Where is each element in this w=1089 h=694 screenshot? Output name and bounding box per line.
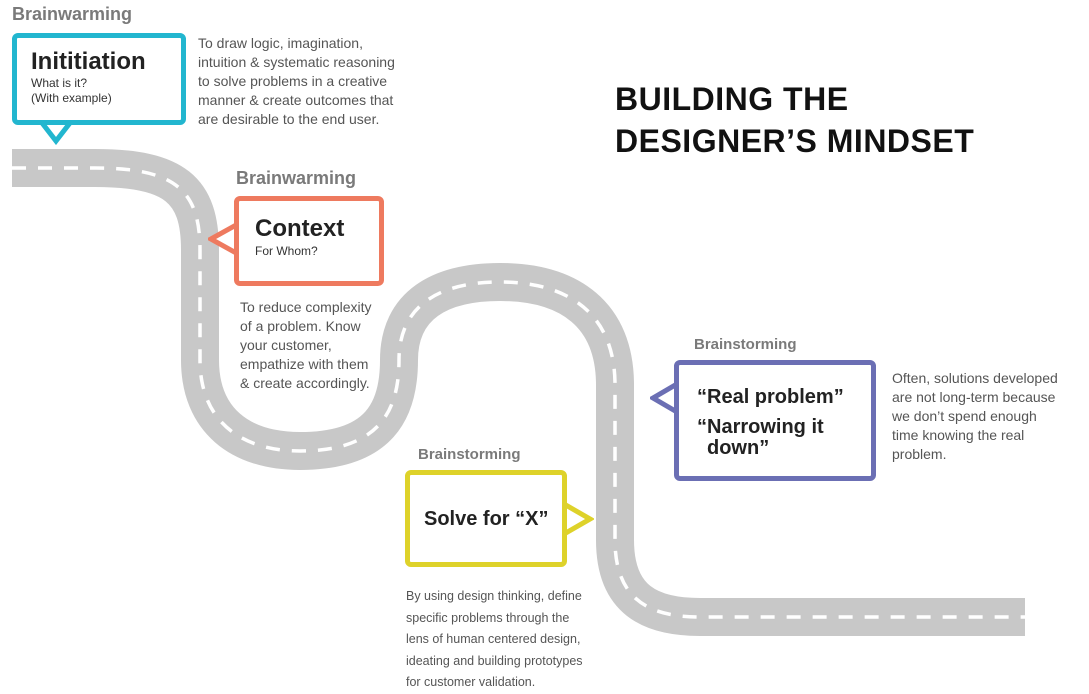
initiation-callout: Inititiation What is it? (With example)	[12, 33, 186, 125]
real-problem-desc-line: Often, solutions developed	[892, 370, 1058, 386]
solve-callout: Solve for “X”	[405, 470, 567, 567]
solve-desc-line: for customer validation.	[406, 675, 536, 689]
road-center-dashes	[12, 166, 1025, 619]
real-problem-desc-line: problem.	[892, 446, 947, 462]
solve-desc-line: lens of human centered design,	[406, 632, 581, 646]
real-problem-desc-line: we don’t spend enough	[892, 408, 1037, 424]
initiation-heading: Inititiation	[31, 48, 146, 75]
narrowing-heading-line-2: down”	[707, 437, 770, 459]
context-desc-line: of a problem. Know	[240, 318, 361, 334]
context-desc-line: & create accordingly.	[240, 375, 370, 391]
solve-desc-line: By using design thinking, define	[406, 589, 582, 603]
initiation-description: To draw logic, imagination, intuition & …	[198, 34, 395, 129]
real-problem-desc-line: are not long-term because	[892, 389, 1056, 405]
real-problem-heading: “Real problem”	[697, 386, 844, 408]
title-line-2: DESIGNER’S MINDSET	[615, 123, 975, 159]
context-callout: Context For Whom?	[234, 196, 384, 286]
initiation-desc-line: to solve problems in a creative	[198, 73, 388, 89]
initiation-sub-1: What is it?	[31, 76, 88, 90]
solve-desc-line: ideating and building prototypes	[406, 653, 583, 668]
initiation-desc-line: manner & create outcomes that	[198, 92, 394, 108]
context-desc-line: empathize with them	[240, 356, 369, 372]
initiation-desc-line: To draw logic, imagination,	[198, 35, 363, 51]
initiation-phase-label: Brainwarming	[12, 4, 133, 24]
real-problem-desc-line: time knowing the real	[892, 427, 1025, 443]
context-desc-line: To reduce complexity	[240, 299, 372, 315]
initiation-sub-2: (With example)	[31, 91, 112, 105]
context-description: To reduce complexity of a problem. Know …	[240, 298, 372, 393]
initiation-desc-line: intuition & systematic reasoning	[198, 54, 395, 70]
solve-description: By using design thinking, define specifi…	[406, 586, 583, 694]
context-phase-label: Brainwarming	[236, 168, 357, 188]
title-line-1: BUILDING THE	[615, 81, 849, 117]
real-problem-callout: “Real problem” “Narrowing it down”	[674, 360, 876, 481]
narrowing-heading-line-1: “Narrowing it	[697, 416, 824, 438]
context-heading: Context	[255, 215, 345, 242]
solve-desc-line: specific problems through the	[406, 610, 570, 625]
real-problem-description: Often, solutions developed are not long-…	[892, 369, 1058, 464]
initiation-desc-line: are desirable to the end user.	[198, 111, 380, 127]
context-sub: For Whom?	[255, 244, 318, 258]
real-problem-phase-label: Brainstorming	[694, 336, 797, 353]
solve-heading: Solve for “X”	[424, 507, 549, 530]
solve-phase-label: Brainstorming	[418, 446, 521, 463]
context-desc-line: your customer,	[240, 337, 332, 353]
page-title: BUILDING THE DESIGNER’S MINDSET	[615, 78, 974, 162]
